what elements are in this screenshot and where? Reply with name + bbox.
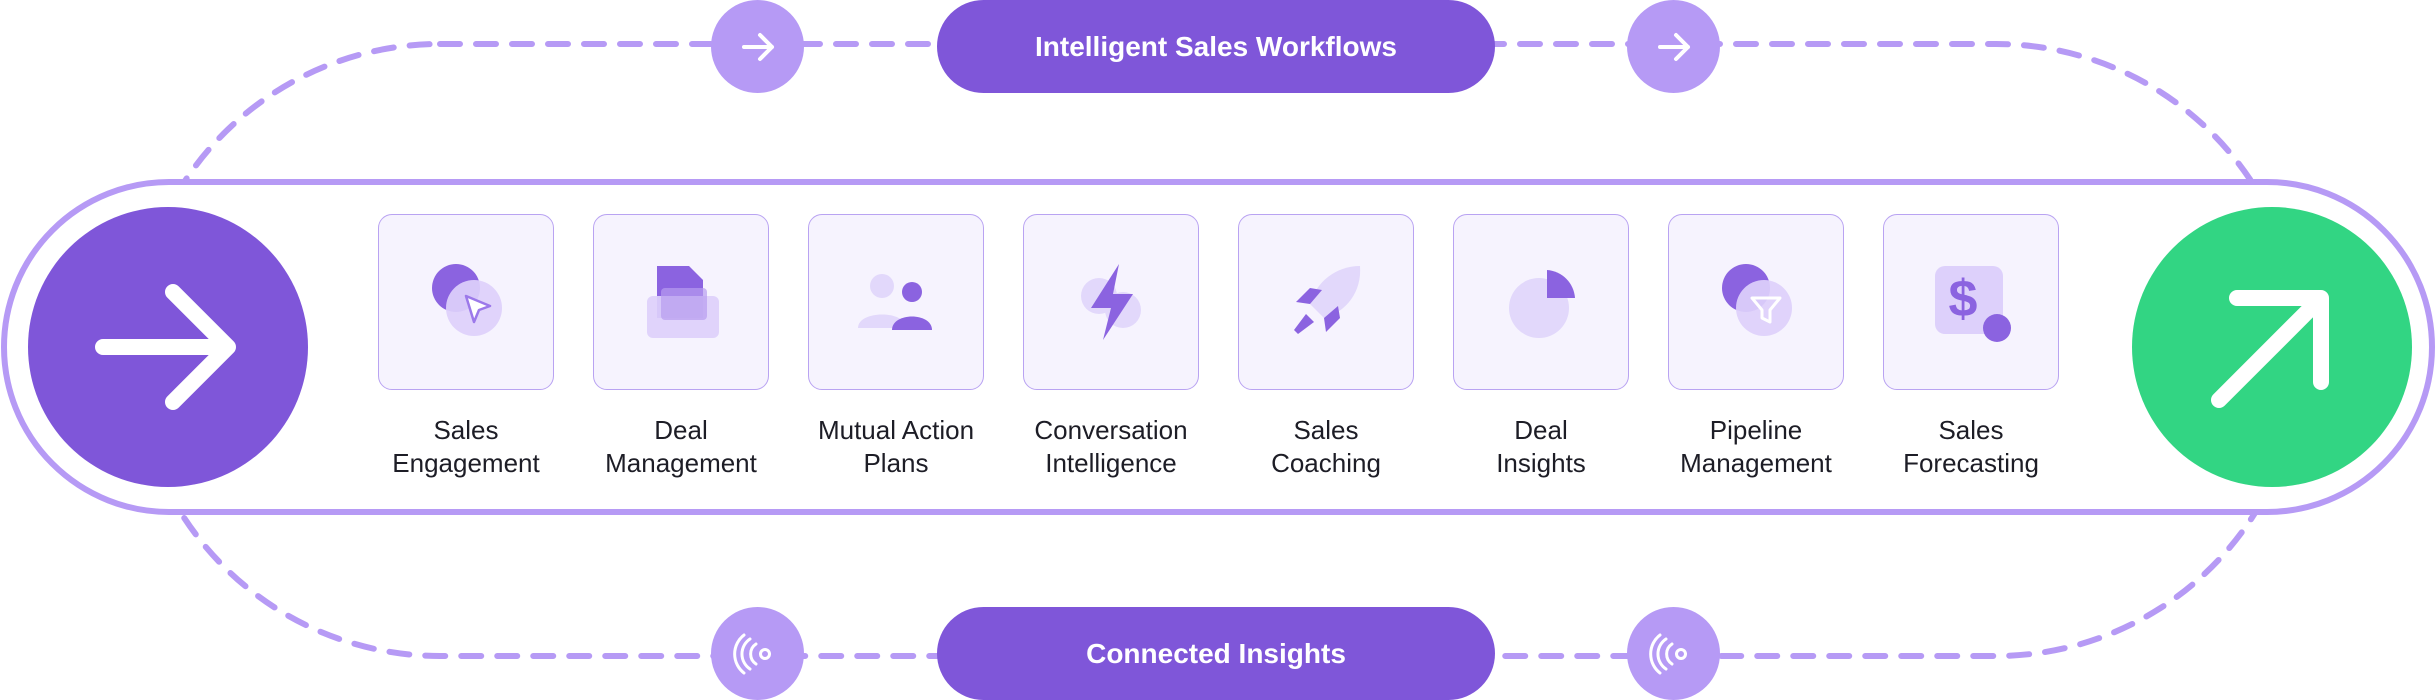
bottom-pill: Connected Insights: [937, 607, 1495, 700]
svg-text:$: $: [1949, 270, 1978, 328]
card-pipeline-management[interactable]: [1668, 214, 1844, 390]
card-sales-forecasting[interactable]: $: [1883, 214, 2059, 390]
arrow-right-icon: [1657, 32, 1690, 61]
label-sales-forecasting: Sales Forecasting: [1871, 414, 2071, 480]
label-line2: Management: [1680, 448, 1832, 478]
rocket-icon: [1294, 266, 1361, 334]
folder-icon: [647, 266, 719, 338]
funnel-icon: [1722, 264, 1792, 336]
label-line1: Mutual Action: [817, 415, 975, 445]
top-pill-label: Intelligent Sales Workflows: [1034, 30, 1397, 62]
lightning-icon: [1081, 264, 1141, 340]
label-conversation-intelligence: Conversation Intelligence: [1011, 414, 1211, 480]
pie-chart-icon: [1509, 270, 1575, 338]
arrow-right-icon: [95, 284, 236, 410]
dollar-icon: $: [1935, 266, 2011, 342]
users-icon: [858, 274, 932, 330]
label-deal-insights: Deal Insights: [1441, 414, 1641, 480]
label-line2: Insights: [1496, 448, 1586, 478]
label-line1: Deal: [1514, 415, 1568, 445]
card-conversation-intelligence[interactable]: [1023, 214, 1199, 390]
top-pill: Intelligent Sales Workflows: [937, 0, 1495, 93]
label-line2: Management: [605, 448, 757, 478]
label-line1: Sales: [1293, 415, 1359, 445]
signal-icon: [732, 633, 771, 674]
card-deal-management[interactable]: [593, 214, 769, 390]
flow-arrow-right-top: [1627, 0, 1720, 93]
label-line2: Intelligence: [1045, 448, 1177, 478]
label-line1: Conversation: [1034, 415, 1188, 445]
card-deal-insights[interactable]: [1453, 214, 1629, 390]
label-line1: Pipeline: [1709, 415, 1803, 445]
arrow-up-right-icon: [2211, 290, 2329, 408]
flow-arrow-left-top: [711, 0, 804, 93]
signal-node-left-bottom: [711, 607, 804, 700]
label-line2: Plans: [863, 448, 929, 478]
label-mutual-action-plans: Mutual Action Plans: [796, 414, 996, 480]
card-sales-coaching[interactable]: [1238, 214, 1414, 390]
label-sales-coaching: Sales Coaching: [1226, 414, 1426, 480]
label-deal-management: Deal Management: [581, 414, 781, 480]
label-line1: Sales: [1938, 415, 2004, 445]
label-pipeline-management: Pipeline Management: [1656, 414, 1856, 480]
arrow-right-icon: [741, 32, 774, 61]
bottom-pill-label: Connected Insights: [1086, 637, 1346, 669]
label-sales-engagement: Sales Engagement: [366, 414, 566, 480]
label-line2: Forecasting: [1903, 448, 2039, 478]
label-line1: Sales: [433, 415, 499, 445]
end-node: [2132, 207, 2412, 487]
label-line1: Deal: [654, 415, 708, 445]
card-mutual-action-plans[interactable]: [808, 214, 984, 390]
label-line2: Coaching: [1271, 448, 1381, 478]
label-line2: Engagement: [392, 448, 540, 478]
cursor-icon: [432, 264, 502, 336]
signal-icon: [1648, 633, 1687, 674]
signal-node-right-bottom: [1627, 607, 1720, 700]
card-sales-engagement[interactable]: [378, 214, 554, 390]
start-node: [28, 207, 308, 487]
